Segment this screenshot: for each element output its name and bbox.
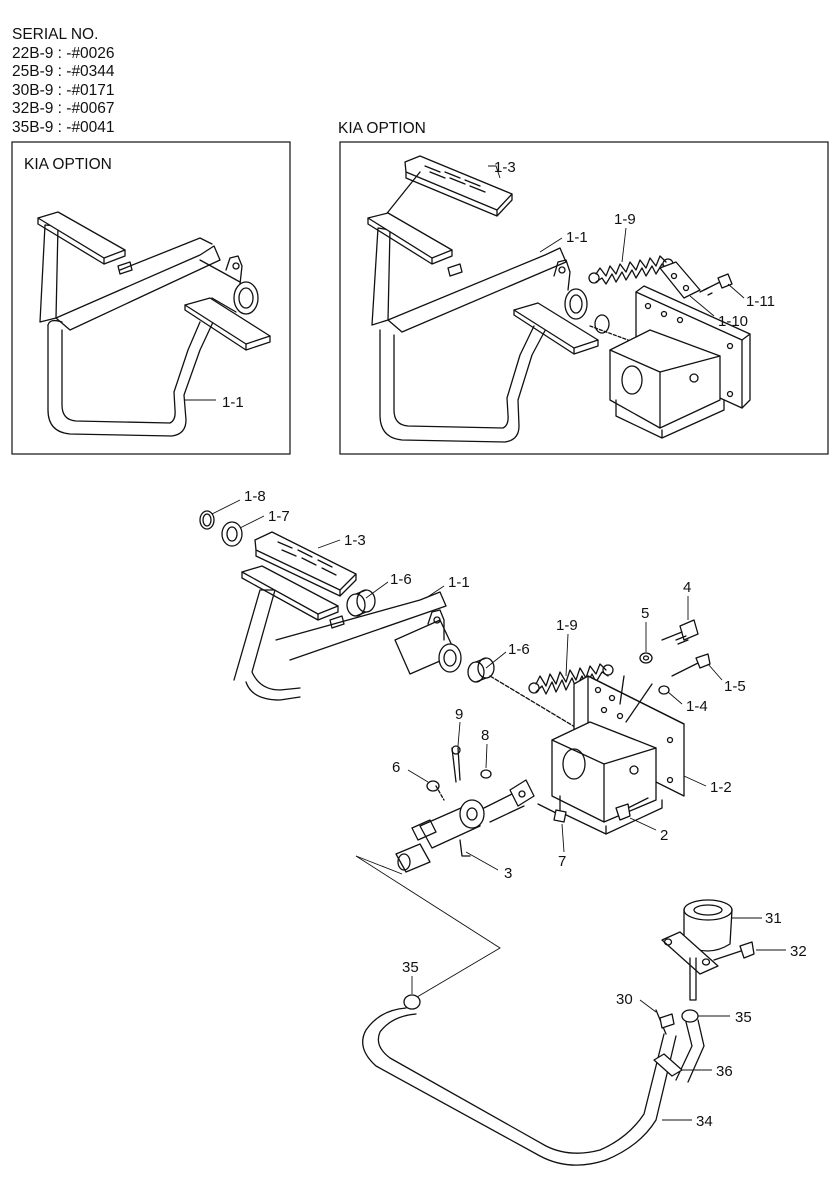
- leader-line: [667, 691, 683, 705]
- leader-line: [683, 775, 707, 787]
- callout-1-1-main: 1-1: [448, 574, 470, 591]
- kia-option-title-outer: KIA OPTION: [338, 120, 426, 137]
- serial-line: 32B-9 : -#0067: [12, 100, 115, 117]
- main-pedal-assembly: [199, 510, 755, 1166]
- callout-31: 31: [765, 910, 782, 927]
- callout-35-upper: 35: [402, 959, 419, 976]
- callout-2: 2: [660, 827, 668, 844]
- leader-line: [689, 295, 715, 317]
- leader-line: [239, 515, 265, 529]
- callout-1-9-main: 1-9: [556, 617, 578, 634]
- callout-1-3-main: 1-3: [344, 532, 366, 549]
- leader-line: [317, 539, 341, 549]
- leader-line: [425, 585, 445, 599]
- callout-1-6-lower: 1-6: [508, 641, 530, 658]
- callout-1-9-right: 1-9: [614, 211, 636, 228]
- leader-line: [488, 165, 501, 179]
- callout-1-8: 1-8: [244, 488, 266, 505]
- right-pedal-assembly: [367, 155, 751, 443]
- left-pedal-assembly: [37, 211, 271, 437]
- leader-line: [621, 227, 627, 263]
- callout-30: 30: [616, 991, 633, 1008]
- serial-line: 25B-9 : -#0344: [12, 63, 115, 80]
- leader-line: [561, 823, 565, 853]
- callout-8: 8: [481, 727, 489, 744]
- callout-4: 4: [683, 579, 691, 596]
- leader-line: [407, 769, 429, 783]
- callout-3: 3: [504, 865, 512, 882]
- right-option-box: [339, 141, 829, 455]
- serial-number-block: SERIAL NO. 22B-9 : -#0026 25B-9 : -#0344…: [12, 26, 115, 137]
- callout-1-3-right: 1-3: [494, 159, 516, 176]
- callout-1-10: 1-10: [718, 313, 748, 330]
- callout-1-5: 1-5: [724, 678, 746, 695]
- leader-line: [485, 651, 507, 669]
- kia-option-title-left: KIA OPTION: [24, 156, 112, 173]
- leader-line: [485, 743, 488, 769]
- serial-line: 22B-9 : -#0026: [12, 44, 115, 62]
- callout-6: 6: [392, 759, 400, 776]
- leader-line: [211, 499, 241, 515]
- callout-1-2: 1-2: [710, 779, 732, 796]
- leader-line: [639, 999, 657, 1013]
- serial-line: 30B-9 : -#0171: [12, 81, 115, 99]
- callout-1-1-left: 1-1: [222, 394, 244, 411]
- callout-34: 34: [696, 1113, 713, 1130]
- callout-1-4: 1-4: [686, 698, 708, 715]
- left-option-box: [11, 141, 291, 455]
- callout-1-6-upper: 1-6: [390, 571, 412, 588]
- callout-36: 36: [716, 1063, 733, 1080]
- leader-line: [365, 581, 389, 599]
- leader-line: [465, 851, 499, 871]
- callout-1-1-right: 1-1: [566, 229, 588, 246]
- leader-line: [539, 237, 563, 253]
- callout-35-right: 35: [735, 1009, 752, 1026]
- callout-1-7: 1-7: [268, 508, 290, 525]
- leader-line: [707, 663, 723, 681]
- callout-7: 7: [558, 853, 566, 870]
- callout-9: 9: [455, 706, 463, 723]
- callout-5: 5: [641, 605, 649, 622]
- callout-1-11: 1-11: [746, 293, 775, 310]
- leader-line: [727, 283, 745, 299]
- leader-line: [565, 633, 569, 677]
- callout-32: 32: [790, 943, 807, 960]
- leader-line: [629, 817, 657, 831]
- serial-line: 35B-9 : -#0041: [12, 118, 115, 136]
- serial-title: SERIAL NO.: [12, 26, 99, 43]
- leader-line: [457, 721, 461, 747]
